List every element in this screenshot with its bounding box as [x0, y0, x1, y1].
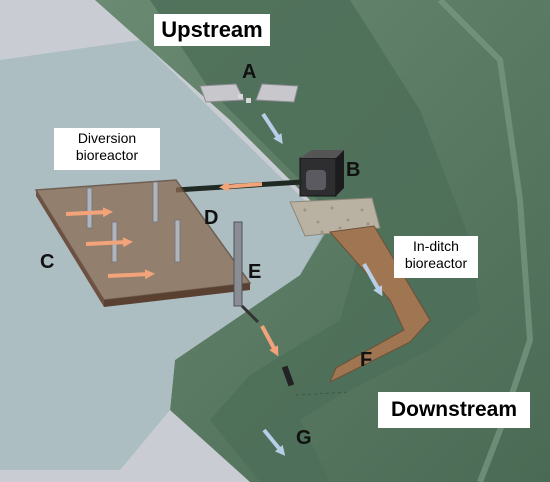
letter-c: C — [40, 251, 55, 273]
letter-b: B — [346, 159, 361, 181]
letter-e: E — [248, 261, 262, 283]
pump-box-b — [299, 150, 344, 197]
diversion-bioreactor-c — [34, 179, 252, 307]
outlet-standpipe-e — [233, 221, 260, 324]
letter-a: A — [242, 61, 257, 83]
flow-arrow-g — [262, 428, 286, 456]
letter-d: D — [204, 207, 219, 229]
ditch-ridge — [437, 0, 534, 482]
flow-arrow-bed-1 — [65, 207, 113, 218]
gravel-pad — [289, 197, 381, 237]
outlet-pipe — [281, 365, 295, 387]
gravel-texture — [303, 206, 370, 234]
ditch-bank — [95, 0, 550, 482]
ditch-channel — [150, 0, 480, 482]
flow-arrow-in-ditch — [362, 263, 383, 297]
in-ditch-bioreactor-f — [329, 225, 431, 384]
letter-g: G — [296, 427, 312, 449]
flow-arrow-b-to-c — [219, 181, 263, 192]
flow-arrow-bed-3 — [107, 269, 155, 280]
inlet-structure-a — [199, 83, 299, 103]
flow-arrow-bed-2 — [85, 237, 133, 248]
letter-f: F — [360, 349, 373, 371]
downstream-label: Downstream — [378, 392, 530, 428]
upstream-label: Upstream — [154, 14, 270, 46]
in-ditch-bioreactor-label: In-ditch bioreactor — [394, 236, 478, 278]
flow-arrow-e-out — [260, 325, 279, 357]
flow-arrow-a-to-b — [261, 112, 283, 145]
diversion-bioreactor-label: Diversion bioreactor — [54, 128, 160, 170]
